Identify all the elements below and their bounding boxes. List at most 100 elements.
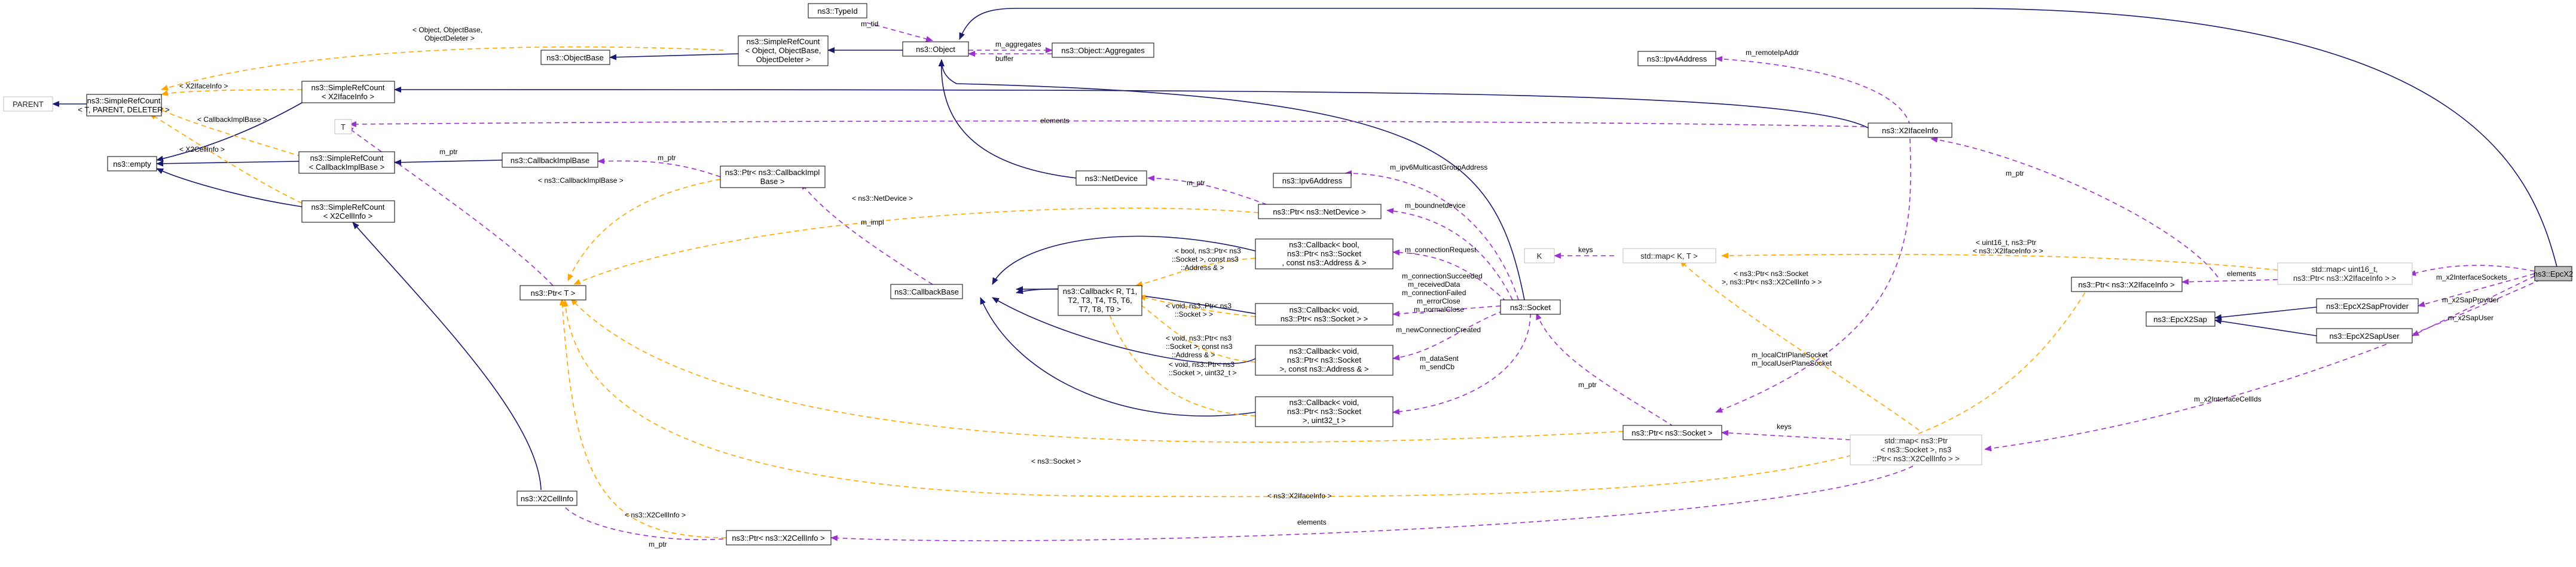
node-std-map-kt-label: std::map< K, T > xyxy=(1640,252,1698,260)
edge-netdevice-ptrnet xyxy=(1147,175,1283,211)
node-cb-void-addr-label-2: ns3::Ptr< ns3::Socket xyxy=(1287,355,1361,364)
node-simpleref-x2iface[interactable]: ns3::SimpleRefCount < X2IfaceInfo > xyxy=(301,81,395,103)
edge-label-tpl-cbimpl: < CallbackImplBase > xyxy=(197,115,267,124)
edge-typeid-object xyxy=(866,22,933,42)
node-cb-void-addr[interactable]: ns3::Callback< void, ns3::Ptr< ns3::Sock… xyxy=(1255,345,1394,376)
node-simpleref-object-label-3: ObjectDeleter > xyxy=(756,55,811,64)
node-epcx2sapuser[interactable]: ns3::EpcX2SapUser xyxy=(2316,328,2413,344)
node-ptr-x2ifaceinfo[interactable]: ns3::Ptr< ns3::X2IfaceInfo > xyxy=(2071,277,2183,292)
edge-cbbase-ptrcb xyxy=(800,182,933,285)
node-aggregates-label: ns3::Object::Aggregates xyxy=(1061,46,1145,55)
edge-label-tpl-ns3-x2iface: < ns3::X2IfaceInfo > xyxy=(1267,492,1331,500)
node-epcx2sap[interactable]: ns3::EpcX2Sap xyxy=(2146,311,2216,327)
node-simpleref-generic[interactable]: ns3::SimpleRefCount < T, PARENT, DELETER… xyxy=(78,94,170,117)
node-ptr-t[interactable]: ns3::Ptr< T > xyxy=(520,285,586,301)
edge-socket-cbvoiduint xyxy=(1392,312,1531,415)
node-std-map-kt[interactable]: std::map< K, T > xyxy=(1622,248,1716,263)
node-netdevice[interactable]: ns3::NetDevice xyxy=(1075,170,1147,186)
node-epcx2sapprovider[interactable]: ns3::EpcX2SapProvider xyxy=(2316,298,2419,314)
edge-simpleref-x2iface-empty xyxy=(156,102,302,162)
node-simpleref-x2cell[interactable]: ns3::SimpleRefCount < X2CellInfo > xyxy=(301,200,395,223)
node-epcx2sap-label: ns3::EpcX2Sap xyxy=(2153,315,2207,324)
node-ptr-cbimpl-label-2: Base > xyxy=(760,177,785,186)
edge-label-x2-iface-cellids: m_x2InterfaceCellIds xyxy=(2194,395,2262,403)
edge-label-tpl-ns3-socket: < ns3::Socket > xyxy=(1031,457,1081,465)
node-simpleref-object-label-1: ns3::SimpleRefCount xyxy=(747,37,820,46)
node-callbackimplbase[interactable]: ns3::CallbackImplBase xyxy=(502,152,598,168)
node-socket[interactable]: ns3::Socket xyxy=(1500,299,1561,315)
edge-label-m-ptr-netdevice: m_ptr xyxy=(1187,179,1205,187)
node-cb-generic[interactable]: ns3::Callback< R, T1, T2, T3, T4, T5, T6… xyxy=(1058,285,1142,316)
node-aggregates[interactable]: ns3::Object::Aggregates xyxy=(1052,42,1154,58)
node-ptr-x2cellinfo[interactable]: ns3::Ptr< ns3::X2CellInfo > xyxy=(726,530,832,545)
node-empty-label: ns3::empty xyxy=(113,160,151,168)
node-epcx2sapprovider-label: ns3::EpcX2SapProvider xyxy=(2326,302,2409,311)
edge-label-elements-mid: elements xyxy=(2227,269,2256,278)
node-map-uint-iface[interactable]: std::map< uint16_t, ns3::Ptr< ns3::X2Ifa… xyxy=(2277,262,2413,285)
node-ptr-socket[interactable]: ns3::Ptr< ns3::Socket > xyxy=(1622,425,1722,440)
edge-label-keys-bottom: keys xyxy=(1777,422,1792,431)
edge-label-tpl-cb-bool-2: ::Socket >, const ns3 xyxy=(1172,255,1239,263)
edge-label-bound-netdevice: m_boundnetdevice xyxy=(1405,201,1466,210)
node-cb-bool-label-2: ns3::Ptr< ns3::Socket xyxy=(1287,249,1361,258)
edge-cbvoiduint-cbbase xyxy=(980,297,1256,416)
edge-tpl-cb-voiduint xyxy=(1105,304,1256,416)
node-empty[interactable]: ns3::empty xyxy=(107,156,157,171)
edge-label-tpl-cb-bool-3: ::Address & > xyxy=(1181,263,1224,272)
edge-label-m-ptr-x2cell: m_ptr xyxy=(649,540,667,548)
edge-simpleref-x2cell-empty xyxy=(156,168,302,207)
node-x2ifaceinfo-label: ns3::X2IfaceInfo xyxy=(1882,126,1938,135)
edge-labels: m_tid m_aggregates buffer m_remoteIpAddr… xyxy=(179,20,2507,548)
node-object[interactable]: ns3::Object xyxy=(902,41,969,57)
node-simpleref-cbimpl-label-2: < CallbackImplBase > xyxy=(309,163,384,171)
edge-tpl-object xyxy=(161,46,724,91)
node-parent[interactable]: PARENT xyxy=(3,96,53,112)
node-ptr-socket-label: ns3::Ptr< ns3::Socket > xyxy=(1631,428,1712,437)
edge-label-x2-iface-sockets: m_x2InterfaceSockets xyxy=(2436,273,2507,281)
node-cb-void-addr-label-3: >, const ns3::Address & > xyxy=(1280,364,1369,373)
node-simpleref-object-label-2: < Object, ObjectBase, xyxy=(745,46,821,55)
edge-mapsock-ptrx2cell xyxy=(830,465,1914,541)
node-t-param[interactable]: T xyxy=(334,119,352,134)
node-simpleref-cbimpl[interactable]: ns3::SimpleRefCount < CallbackImplBase > xyxy=(298,151,395,174)
node-cb-bool-label-1: ns3::Callback< bool, xyxy=(1289,240,1359,249)
node-callbackbase[interactable]: ns3::CallbackBase xyxy=(890,284,963,299)
edge-label-tpl-ns3-cbimpl: < ns3::CallbackImplBase > xyxy=(538,176,624,185)
edge-mapsock-ptrsocket xyxy=(1721,430,1851,440)
edge-label-buffer: buffer xyxy=(995,54,1013,63)
node-k-param[interactable]: K xyxy=(1524,248,1555,263)
node-objectbase[interactable]: ns3::ObjectBase xyxy=(540,50,610,65)
node-typeid[interactable]: ns3::TypeId xyxy=(808,3,867,19)
node-cb-void-addr-label-1: ns3::Callback< void, xyxy=(1289,347,1359,355)
edge-label-data-sent: m_dataSent xyxy=(1420,354,1459,363)
edge-tpl-x2cell xyxy=(149,113,302,204)
node-cb-void-uint-label-3: >, uint32_t > xyxy=(1303,416,1346,425)
node-ptr-netdevice[interactable]: ns3::Ptr< ns3::NetDevice > xyxy=(1258,204,1382,219)
node-ptr-cbimpl[interactable]: ns3::Ptr< ns3::CallbackImpl Base > xyxy=(720,165,826,188)
edge-cbbool-cbbase xyxy=(992,235,1256,285)
edge-label-tpl-cb-bool-1: < bool, ns3::Ptr< ns3 xyxy=(1175,247,1241,255)
edge-ptrt-t xyxy=(346,126,554,286)
node-typeid-label: ns3::TypeId xyxy=(817,7,857,16)
edge-ptrcb-cbimpl xyxy=(597,158,721,177)
node-ipv4address[interactable]: ns3::Ipv4Address xyxy=(1637,51,1716,66)
edge-cbvoidaddr-cbbase xyxy=(992,297,1256,364)
node-simpleref-object[interactable]: ns3::SimpleRefCount < Object, ObjectBase… xyxy=(738,35,829,66)
node-epcx2[interactable]: ns3::EpcX2 xyxy=(2534,266,2574,281)
edge-label-tpl-ns3-x2cell: < ns3::X2CellInfo > xyxy=(625,511,686,519)
edge-label-m-impl: m_impl xyxy=(861,218,884,226)
node-map-sock-cell-label-1: std::map< ns3::Ptr xyxy=(1884,436,1948,445)
edge-x2iface-ptrsocket xyxy=(1715,138,1911,413)
node-x2cellinfo[interactable]: ns3::X2CellInfo xyxy=(517,491,577,506)
edge-socket-ptrnet xyxy=(1386,208,1513,301)
edge-label-local-user: m_localUserPlaneSocket xyxy=(1752,359,1832,367)
node-x2ifaceinfo[interactable]: ns3::X2IfaceInfo xyxy=(1868,122,1952,138)
node-cb-void-sock[interactable]: ns3::Callback< void, ns3::Ptr< ns3::Sock… xyxy=(1255,303,1394,326)
node-netdevice-label: ns3::NetDevice xyxy=(1085,174,1138,183)
node-map-sock-cell[interactable]: std::map< ns3::Ptr < ns3::Socket >, ns3 … xyxy=(1850,434,1982,465)
node-ipv6address[interactable]: ns3::Ipv6Address xyxy=(1273,173,1352,188)
node-cb-void-uint[interactable]: ns3::Callback< void, ns3::Ptr< ns3::Sock… xyxy=(1255,396,1394,427)
edge-tpl-ptr-x2iface xyxy=(562,285,2090,498)
node-cb-bool[interactable]: ns3::Callback< bool, ns3::Ptr< ns3::Sock… xyxy=(1255,238,1394,269)
edge-label-tpl-cb-voidaddr-1: < void, ns3::Ptr< ns3 xyxy=(1166,334,1232,342)
